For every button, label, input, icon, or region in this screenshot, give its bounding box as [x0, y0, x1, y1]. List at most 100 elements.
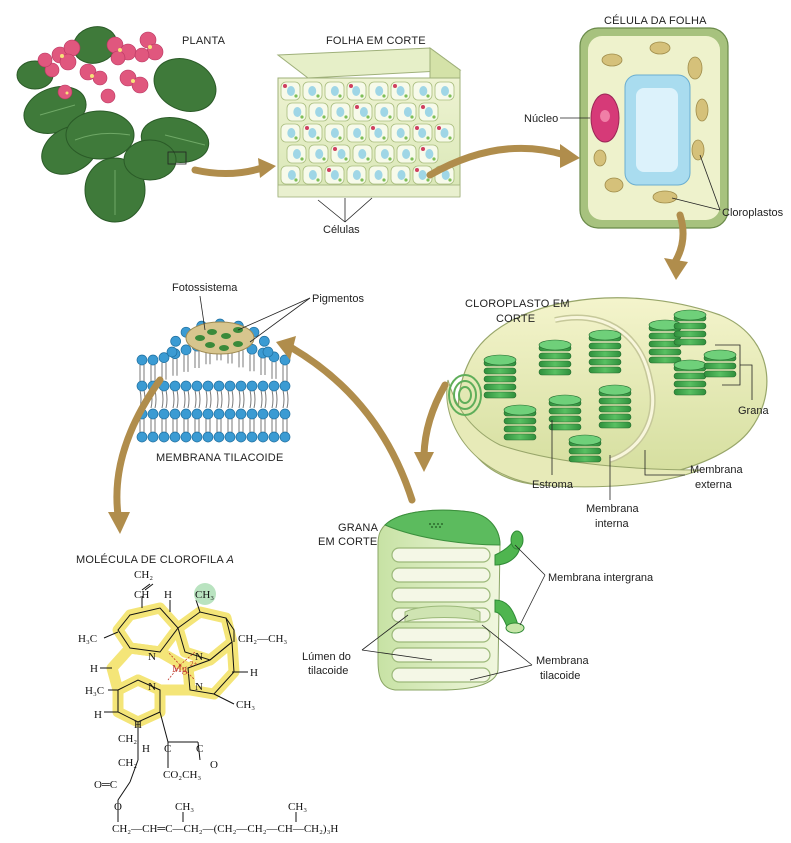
leaf-cell-vacuole: [353, 128, 362, 138]
lipid-head: [224, 408, 236, 420]
leaf-cell-vacuole: [352, 170, 361, 180]
leaf-cell-vacuole: [424, 107, 433, 117]
svg-text:N: N: [195, 651, 203, 663]
label-membrana-tilacoide-caption: MEMBRANA TILACOIDE: [156, 452, 283, 464]
leaf-cell-chloroplast: [322, 115, 326, 119]
leaf-cell-vacuole: [308, 86, 317, 96]
svg-text:H: H: [250, 667, 258, 679]
thylakoid-disc: [538, 352, 572, 360]
svg-text:CH: CH: [134, 589, 149, 601]
label-grana: Grana: [738, 405, 769, 417]
thylakoid-disc: [588, 350, 622, 358]
lipid-head: [235, 408, 247, 420]
lipid-head: [169, 431, 181, 443]
lipid-head: [202, 408, 214, 420]
grana-section-disc: [391, 627, 491, 643]
lipid-tail: [194, 389, 201, 409]
lipid-tail: [205, 418, 211, 432]
svg-text:CH₃: CH₃: [175, 801, 194, 813]
svg-text:CH₂—CH₃: CH₂—CH₃: [238, 633, 287, 645]
svg-text:H: H: [142, 743, 150, 755]
lipid-head: [180, 431, 192, 443]
chloroplast-illustration: [446, 297, 768, 488]
lipid-head: [213, 431, 225, 443]
leaf-zoom-box: [167, 151, 187, 165]
lipid-tail: [161, 362, 167, 380]
leaf-cell-chloroplast: [294, 178, 298, 182]
thylakoid-disc: [568, 447, 602, 455]
lipid-head: [224, 380, 236, 392]
thylakoid-disc: [673, 380, 707, 388]
lipid-tail: [161, 418, 167, 432]
svg-text:CH₂: CH₂: [118, 733, 137, 745]
svg-text:CH₃: CH₃: [195, 589, 214, 601]
label-fotossistema: Fotossistema: [172, 282, 238, 294]
grana-section-disc: [391, 667, 491, 683]
leaf-cell-chloroplast: [366, 157, 370, 161]
leaf-cell-chloroplast: [382, 94, 386, 98]
lipid-tail: [238, 418, 244, 432]
ch3-highlight: [194, 583, 216, 605]
lipid-head: [213, 380, 225, 392]
lipid-tail: [183, 418, 189, 432]
leaf-cell-chloroplast: [294, 136, 298, 140]
label-membrana-intergrana: Membrana intergrana: [548, 572, 654, 584]
chlorophyll-structure: [100, 583, 297, 822]
fotossistema-leader: [199, 295, 206, 331]
lipid-head: [257, 408, 269, 420]
leaf-cell-vacuole: [352, 86, 361, 96]
lipid-head: [170, 335, 182, 347]
pigmentos-leaders: [237, 297, 311, 343]
lipid-head: [180, 380, 192, 392]
lipid-tail: [271, 361, 277, 379]
lipid-head: [279, 431, 291, 443]
lipid-head: [158, 408, 170, 420]
leaf-cell-chloroplast: [426, 94, 430, 98]
lipid-head: [136, 431, 148, 443]
svg-text:H: H: [90, 663, 98, 675]
thylakoid-disc: [598, 397, 632, 405]
leaf-cell-chloroplast: [404, 94, 408, 98]
lipid-head: [202, 380, 214, 392]
svg-text:H₃C: H₃C: [85, 685, 104, 697]
lipid-tail: [172, 358, 178, 376]
leaf-cell-vacuole: [336, 107, 345, 117]
lipid-tail: [183, 354, 189, 372]
lipid-head: [169, 408, 181, 420]
lipid-tail: [238, 350, 244, 368]
svg-text:CH₃: CH₃: [236, 699, 255, 711]
leaf-cell-chloroplast: [382, 178, 386, 182]
grana-section-disc: [391, 587, 491, 603]
grana-leader: [740, 364, 753, 400]
leaf-cell-chloroplast: [382, 136, 386, 140]
leaf-cell-dot: [327, 168, 331, 172]
leaf-cell-chloroplast: [404, 178, 408, 182]
leaf-section-illustration: [276, 47, 462, 198]
thylakoid-disc: [598, 421, 632, 429]
leaf-cell-vacuole: [330, 128, 339, 138]
thylakoid-disc: [673, 388, 707, 396]
svg-text:N: N: [195, 681, 203, 693]
leaf-cell-chloroplast: [338, 94, 342, 98]
thylakoid-disc: [588, 358, 622, 366]
lipid-head: [213, 408, 225, 420]
lipid-head: [235, 380, 247, 392]
leaf-cell-chloroplast: [344, 157, 348, 161]
leaf-cell-vacuole: [402, 149, 411, 159]
label-membrana-externa-2: externa: [695, 479, 733, 491]
thylakoid-disc: [538, 368, 572, 376]
label-membrana-interna-2: interna: [595, 518, 630, 530]
lipid-head: [147, 408, 159, 420]
label-folha-em-corte: FOLHA EM CORTE: [326, 35, 426, 47]
label-planta: PLANTA: [182, 35, 226, 47]
lipid-tail: [172, 418, 178, 432]
thylakoid-disc: [503, 417, 537, 425]
leaf-cell-chloroplast: [448, 94, 452, 98]
lipid-tail: [282, 418, 288, 432]
lipid-head: [166, 346, 178, 358]
leaf-cell-dot: [283, 84, 287, 88]
lumen-leaders: [361, 614, 433, 661]
leaf-cell-vacuole: [293, 107, 302, 117]
leaf-cell-vacuole: [397, 170, 406, 180]
lipid-head: [262, 346, 274, 358]
